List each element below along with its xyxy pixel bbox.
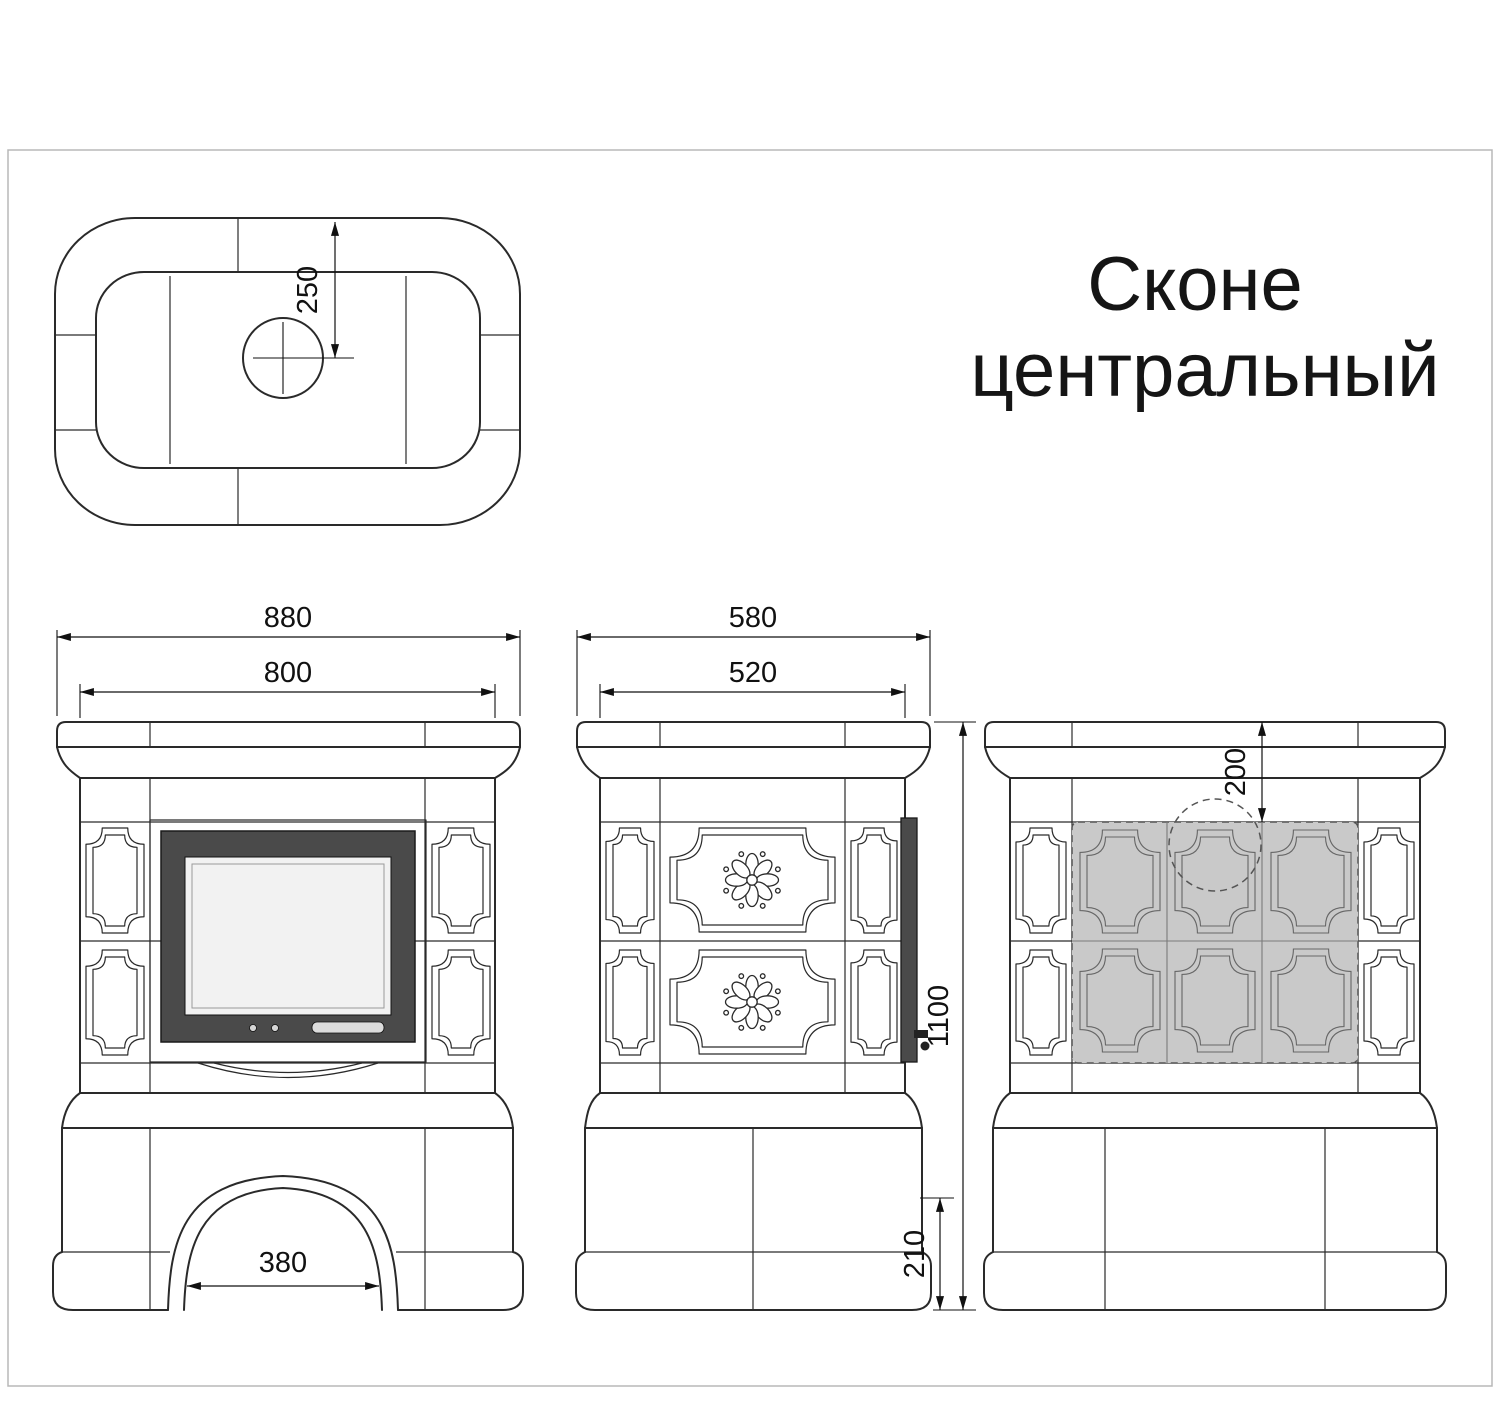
dim-overall-depth-label: 580 — [729, 602, 777, 634]
title-line1: Сконе — [1087, 242, 1303, 327]
heat-shield-zone — [1071, 821, 1359, 1064]
door-knob-left — [249, 1024, 257, 1032]
door-knob-right — [271, 1024, 279, 1032]
front-foot-right — [397, 1251, 524, 1311]
heat-zone-cartouche-tiles — [1079, 829, 1352, 1053]
door-vent-slot — [311, 1021, 385, 1034]
dim-overall-height: 1100 — [923, 721, 976, 1311]
back-cartouche-tiles — [1015, 827, 1415, 1056]
dim-overall-depth: 580 — [576, 602, 931, 716]
dim-arch-width: 380 — [187, 1247, 379, 1291]
front-body — [79, 777, 496, 1094]
back-foot — [983, 1251, 1447, 1311]
heat-zone-joints — [1072, 822, 1358, 1063]
door-handle-knob — [920, 1041, 930, 1051]
dim-flue-top-offset-label: 200 — [1220, 748, 1252, 796]
door-side-profile — [900, 817, 930, 1063]
door-apron-inner — [213, 1062, 363, 1074]
fireplace-door-assembly — [149, 819, 427, 1079]
front-plinth-joints — [149, 1128, 426, 1310]
side-cornice — [576, 721, 931, 779]
plan-inner-outline — [95, 271, 481, 469]
dim-body-depth: 520 — [599, 657, 906, 718]
door-handle-bar — [914, 1030, 928, 1038]
door-glass-inner-line — [191, 863, 385, 1009]
front-cornice — [56, 721, 521, 779]
chimney-crosshair — [253, 322, 354, 394]
title-line2: центральный — [970, 328, 1439, 413]
front-base: 380 — [52, 1092, 524, 1311]
dim-base-height-label: 210 — [899, 1230, 931, 1278]
dim-flue-top-offset: 200 — [1220, 722, 1267, 822]
arch-inner — [183, 1187, 383, 1311]
dim-body-width: 800 — [79, 657, 496, 718]
rear-flue-outlet-dashed — [1168, 798, 1262, 892]
dim-overall-height-label: 1100 — [923, 985, 955, 1047]
rosette-top — [722, 850, 782, 910]
arch-outer — [167, 1175, 399, 1311]
frame-border — [7, 149, 1493, 1387]
dim-base-height: 210 — [899, 1197, 954, 1310]
top-view: 250 — [54, 217, 521, 526]
back-body: 200 — [1009, 722, 1421, 1094]
dim-overall-width-label: 880 — [264, 602, 312, 634]
plan-outer-outline — [54, 217, 521, 526]
back-plinth-joints — [1104, 1128, 1326, 1310]
side-tile-joints — [600, 778, 905, 1093]
drawing-title: Сконе центральный — [970, 242, 1439, 413]
side-cartouche-tiles — [605, 827, 898, 1056]
back-view: 200 — [983, 721, 1447, 1311]
side-view: 580 520 — [575, 602, 976, 1311]
back-cornice — [984, 721, 1446, 779]
dim-chimney-offset: 250 — [292, 222, 340, 358]
dim-arch-width-label: 380 — [259, 1247, 307, 1279]
dim-overall-width: 880 — [56, 602, 521, 716]
side-base — [575, 1092, 932, 1311]
front-foot-left — [52, 1251, 169, 1311]
side-body — [599, 777, 930, 1094]
dim-chimney-offset-label: 250 — [292, 266, 324, 314]
door-glass — [184, 856, 392, 1016]
dim-body-width-label: 800 — [264, 657, 312, 689]
plan-tile-joints — [55, 218, 520, 525]
door-apron-outer — [197, 1062, 379, 1079]
door-insert-frame — [149, 819, 427, 1063]
back-base — [983, 1092, 1447, 1311]
door-edge — [900, 817, 918, 1063]
front-view: 880 800 — [52, 602, 524, 1311]
side-foot — [575, 1251, 932, 1311]
rosette-bottom — [722, 972, 782, 1032]
front-cartouche-tiles — [85, 827, 491, 1056]
dim-body-depth-label: 520 — [729, 657, 777, 689]
